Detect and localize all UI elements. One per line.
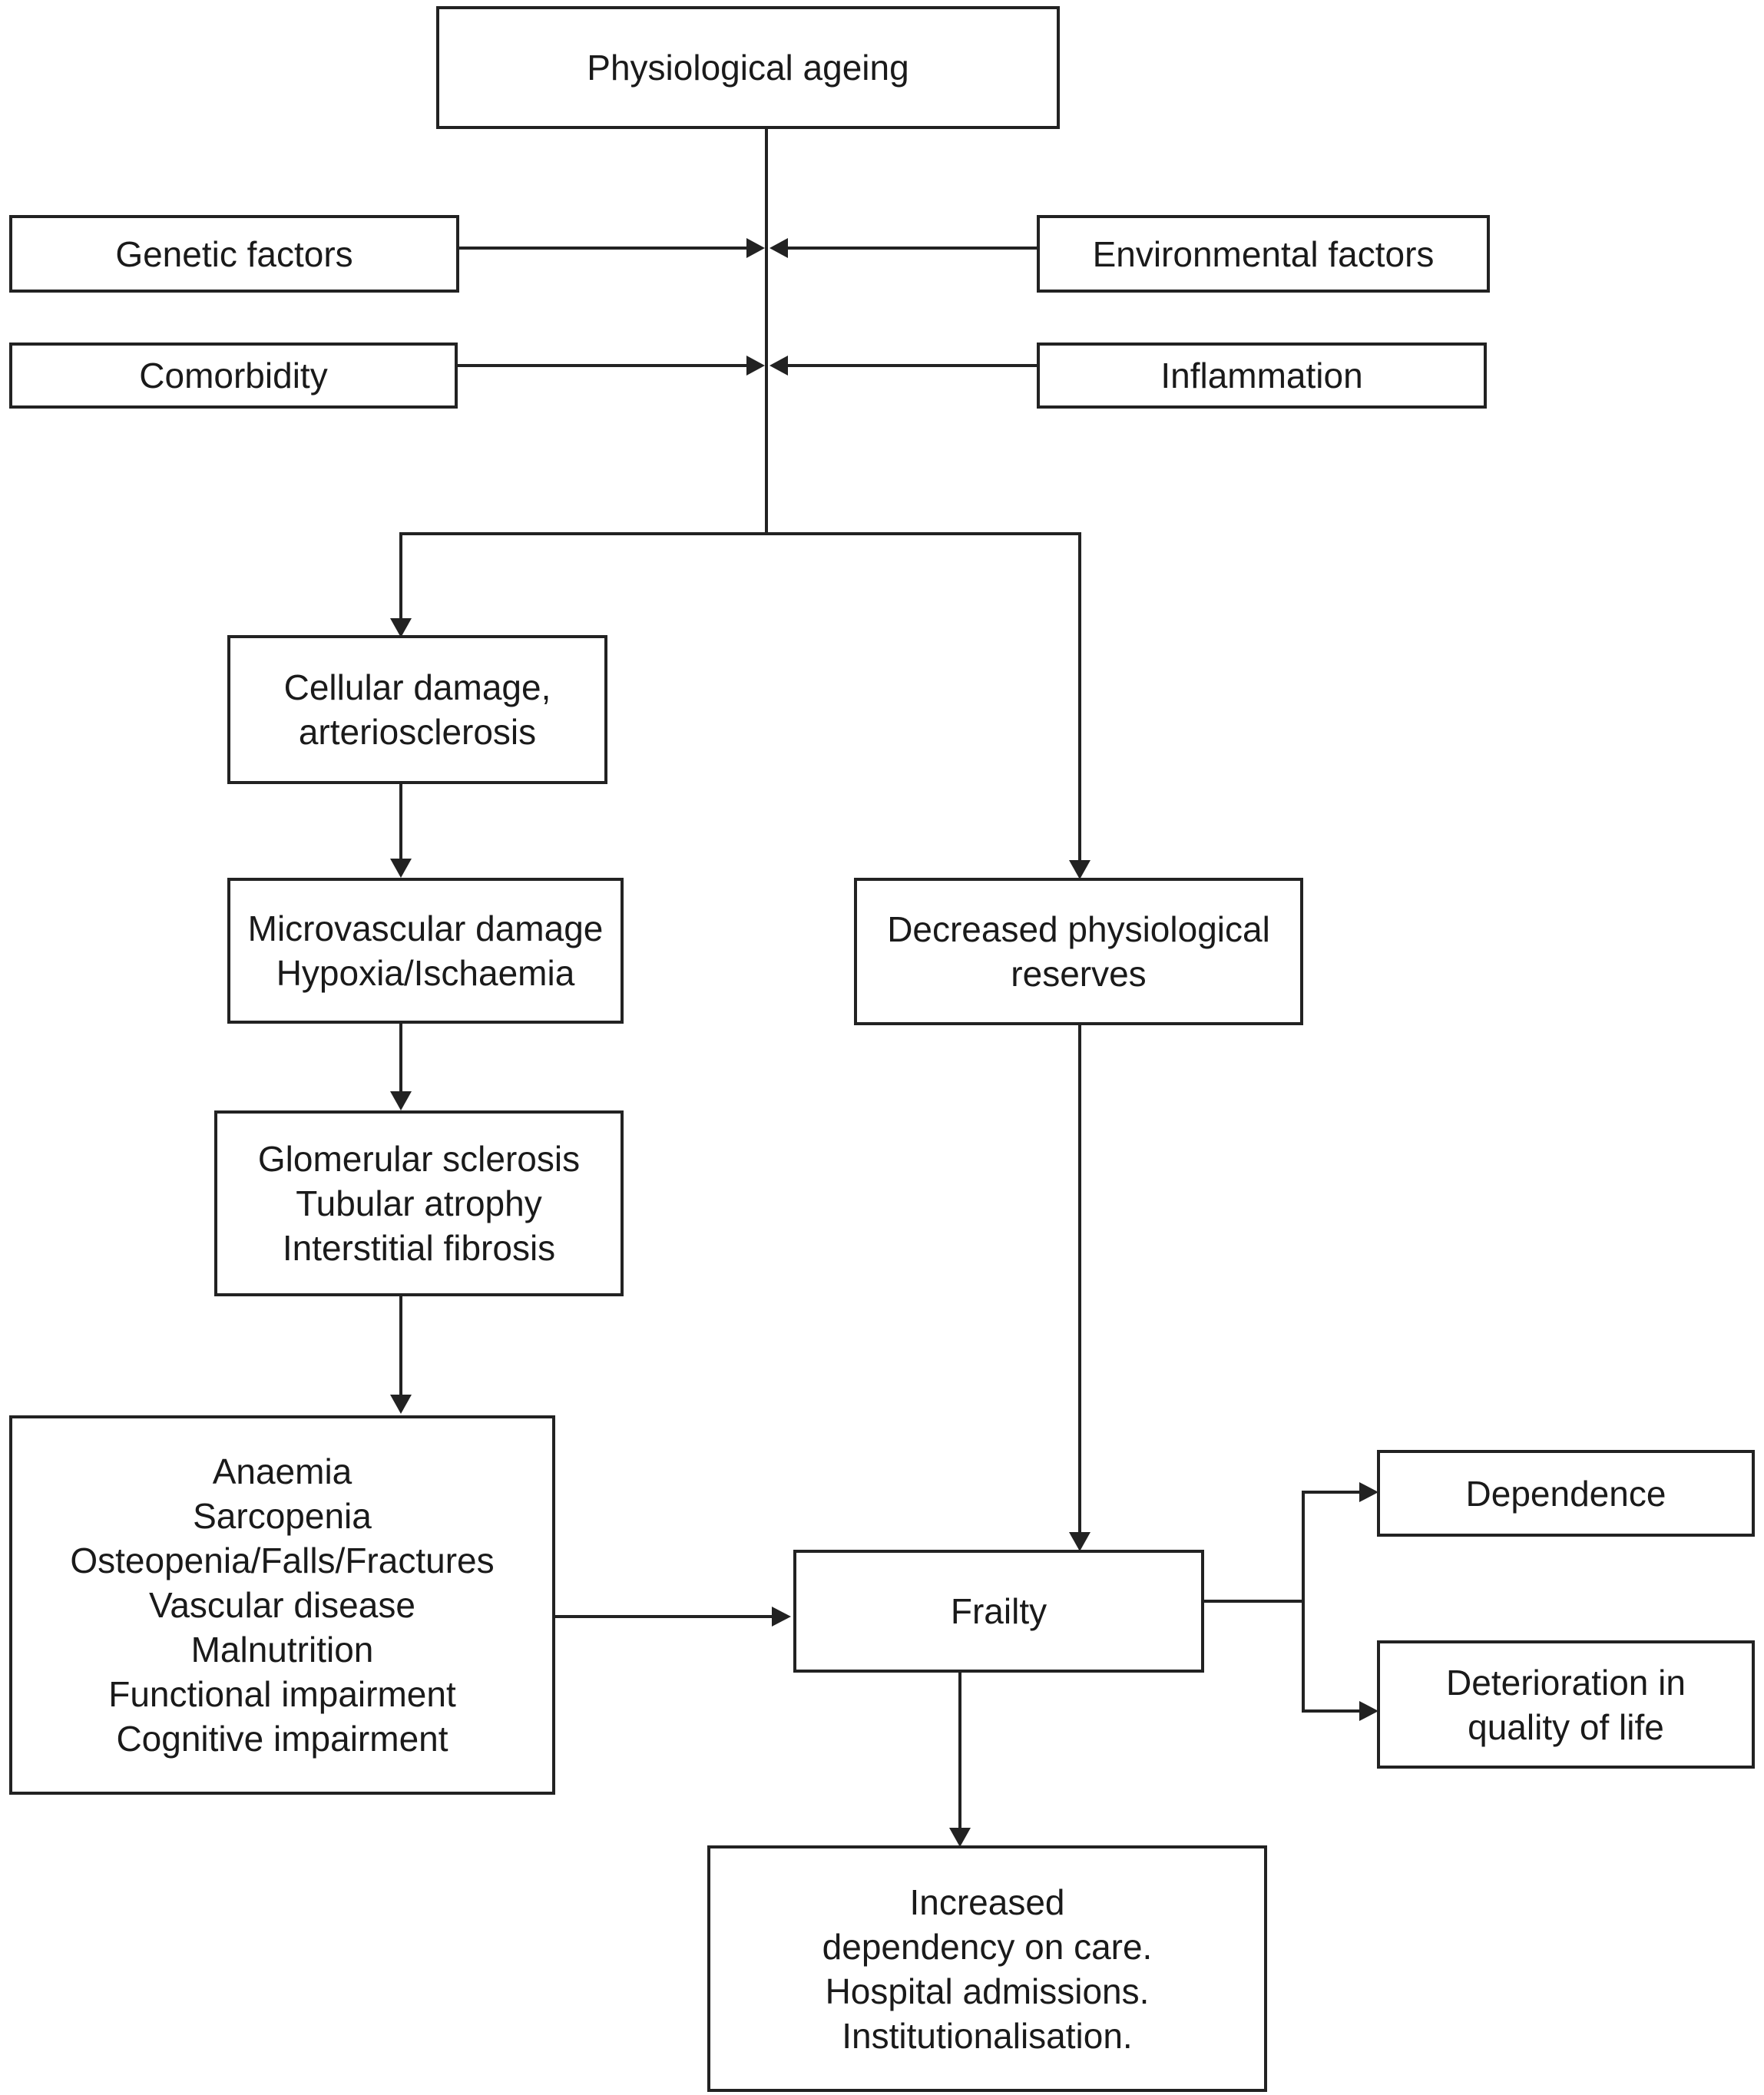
arrowhead-to-cellular-damage <box>390 618 412 637</box>
physiological-ageing-text: Physiological ageing <box>587 45 908 90</box>
box-line: Vascular disease <box>149 1585 415 1625</box>
arrowhead-to-frailty-top <box>1069 1532 1091 1551</box>
box-line: Frailty <box>950 1591 1047 1631</box>
comorbidity-box: Comorbidity <box>9 343 458 409</box>
box-line: Glomerular sclerosis <box>257 1139 581 1179</box>
arrowhead-comorbidity <box>746 356 765 376</box>
box-line: Increased <box>909 1882 1065 1922</box>
arrowhead-to-deterioration <box>1359 1701 1378 1721</box>
box-line: Sarcopenia <box>193 1496 372 1536</box>
arrowhead-to-decreased-reserves <box>1069 860 1091 879</box>
box-line: Cognitive impairment <box>116 1719 448 1759</box>
box-line: Interstitial fibrosis <box>282 1228 556 1268</box>
box-line: Hypoxia/Ischaemia <box>276 953 575 993</box>
box-line: Tubular atrophy <box>296 1183 542 1223</box>
branch-split-line <box>399 532 1081 860</box>
box-line: Decreased physiological <box>887 909 1270 949</box>
box-line: arteriosclerosis <box>298 712 537 752</box>
microvascular-damage-box: Microvascular damage Hypoxia/Ischaemia <box>227 878 624 1024</box>
arrowhead-to-glomerular <box>390 1091 412 1110</box>
environmental-factors-box: Environmental factors <box>1037 215 1490 293</box>
box-line: Deterioration in <box>1446 1662 1686 1703</box>
box-line: Institutionalisation. <box>842 2015 1133 2056</box>
box-line: Physiological ageing <box>587 48 909 88</box>
box-line: Microvascular damage <box>247 908 604 948</box>
dependence-box: Dependence <box>1377 1450 1755 1537</box>
box-line: Hospital admissions. <box>825 1971 1150 2011</box>
box-line: reserves <box>1011 954 1147 994</box>
arrowhead-to-clinical <box>390 1395 412 1414</box>
box-line: Inflammation <box>1160 356 1363 396</box>
box-line: Dependence <box>1465 1473 1666 1514</box>
box-line: Cellular damage, <box>283 667 551 707</box>
glomerular-sclerosis-box: Glomerular sclerosis Tubular atrophy Int… <box>214 1110 624 1296</box>
decreased-reserves-box: Decreased physiological reserves <box>854 878 1303 1025</box>
outcomes-split-line <box>1302 1491 1321 1713</box>
increased-dependency-box: Increased dependency on care. Hospital a… <box>707 1845 1267 2092</box>
box-line: Comorbidity <box>139 356 328 396</box>
arrowhead-to-dependence <box>1359 1482 1378 1502</box>
box-line: Functional impairment <box>108 1674 456 1714</box>
inflammation-box: Inflammation <box>1037 343 1487 409</box>
arrowhead-to-frailty-left <box>772 1607 791 1627</box>
arrowhead-environmental <box>769 238 788 258</box>
box-line: Genetic factors <box>115 233 353 274</box>
clinical-conditions-box: Anaemia Sarcopenia Osteopenia/Falls/Frac… <box>9 1415 555 1795</box>
arrowhead-to-microvascular <box>390 859 412 878</box>
arrowhead-inflammation <box>769 356 788 376</box>
box-line: Osteopenia/Falls/Fractures <box>70 1541 495 1580</box>
arrowhead-genetic <box>746 238 765 258</box>
genetic-factors-box: Genetic factors <box>9 215 459 293</box>
deterioration-quality-of-life-box: Deterioration in quality of life <box>1377 1640 1755 1769</box>
arrowhead-to-increased-dependency <box>949 1828 971 1847</box>
box-line: Malnutrition <box>190 1630 374 1670</box>
cellular-damage-box: Cellular damage, arteriosclerosis <box>227 635 607 784</box>
box-line: quality of life <box>1468 1706 1664 1747</box>
frailty-box: Frailty <box>793 1550 1204 1673</box>
box-line: dependency on care. <box>822 1926 1153 1967</box>
box-line: Anaemia <box>212 1451 352 1491</box>
physiological-ageing-box: Physiological ageing <box>436 6 1060 129</box>
box-line: Environmental factors <box>1092 233 1435 274</box>
